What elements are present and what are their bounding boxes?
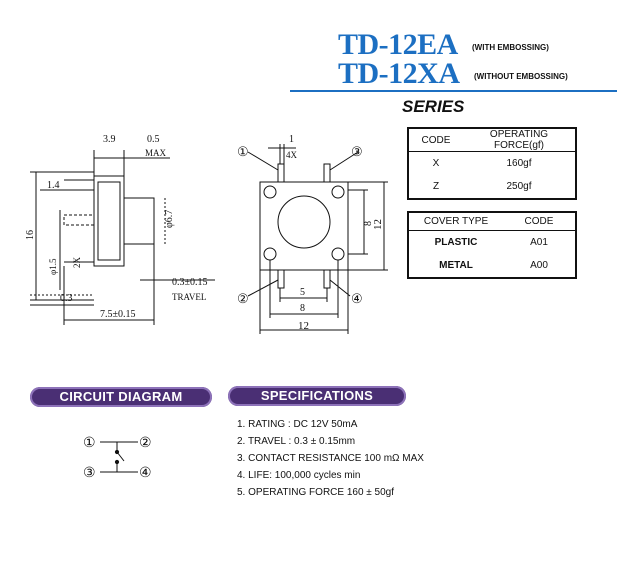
model-note-xa: (WITHOUT EMBOSSING) bbox=[474, 72, 568, 81]
spec-item: 4. LIFE: 100,000 cycles min bbox=[237, 470, 361, 481]
pin-label-1: ① bbox=[237, 144, 249, 159]
table-row: PLASTIC A01 bbox=[408, 231, 576, 255]
table-cell: Z bbox=[432, 181, 440, 192]
operating-force-table: CODE OPERATING FORCE(gf) X 160gf Z 250gf bbox=[407, 127, 577, 200]
table-header-row: COVER TYPE CODE bbox=[408, 212, 576, 231]
dim-pin-diameter: φ1.5 bbox=[48, 258, 58, 275]
pin-label-2: ② bbox=[237, 291, 249, 306]
dim-right-outer: 12 bbox=[372, 219, 384, 230]
dim-bottom-small: 5 bbox=[300, 287, 305, 298]
circuit-diagram: ① ② ③ ④ bbox=[83, 436, 152, 481]
corner-post bbox=[331, 247, 345, 261]
spec-item: 3. CONTACT RESISTANCE 100 mΩ MAX bbox=[237, 453, 424, 464]
table-header-cell: CODE bbox=[503, 212, 576, 231]
header-rule bbox=[290, 90, 617, 92]
dim-height: 16 bbox=[25, 230, 36, 240]
circuit-pin-3: ③ bbox=[83, 466, 96, 481]
dim-top-b-sub: MAX bbox=[145, 148, 167, 158]
spec-item: 2. TRAVEL : 0.3 ± 0.15mm bbox=[237, 436, 356, 447]
table-cell: X bbox=[432, 158, 440, 169]
switch-plunger-outline bbox=[123, 197, 155, 245]
dim-travel: 0.3±0.15 bbox=[172, 277, 208, 288]
dim-top-a: 3.9 bbox=[103, 134, 116, 145]
dim-bottom-mid: 8 bbox=[300, 303, 305, 314]
series-label: SERIES bbox=[402, 97, 465, 116]
dim-diameter: φ6.7 bbox=[164, 210, 175, 228]
model-title-ea: TD-12EA bbox=[338, 28, 458, 61]
pin-label-4: ④ bbox=[351, 291, 363, 306]
dim-length: 7.5±0.15 bbox=[100, 309, 136, 320]
switch-body-inner bbox=[97, 181, 121, 261]
corner-post bbox=[331, 185, 345, 199]
model-title-xa: TD-12XA bbox=[338, 57, 460, 90]
table-cell: A01 bbox=[530, 237, 548, 248]
table-cell: A00 bbox=[530, 260, 548, 271]
switch-plunger-circle bbox=[277, 195, 331, 249]
dim-top-b: 0.5 bbox=[147, 134, 160, 145]
cover-type-table: COVER TYPE CODE PLASTIC A01 METAL A00 bbox=[407, 211, 577, 279]
circuit-diagram-title: CIRCUIT DIAGRAM bbox=[30, 387, 212, 407]
corner-post bbox=[263, 185, 277, 199]
side-view-drawing: 3.9 0.5 MAX 1.4 16 φ6.7 φ1.5 2X 0.3±0.15… bbox=[25, 134, 215, 325]
dim-left-small: 1.4 bbox=[47, 180, 60, 191]
dim-pin-count: 2X bbox=[72, 257, 82, 269]
table-row: Z 250gf bbox=[408, 175, 576, 199]
dim-travel-label: TRAVEL bbox=[172, 292, 206, 302]
corner-post bbox=[263, 247, 277, 261]
table-cell: METAL bbox=[439, 260, 473, 271]
dim-top-sub: 4X bbox=[286, 150, 298, 160]
table-row: METAL A00 bbox=[408, 254, 576, 278]
switch-top-outline bbox=[259, 181, 349, 271]
circuit-pin-1: ① bbox=[83, 436, 96, 451]
circuit-pin-2: ② bbox=[139, 436, 152, 451]
table-row: X 160gf bbox=[408, 152, 576, 176]
table-header-cell: COVER TYPE bbox=[408, 212, 503, 231]
spec-item: 1. RATING : DC 12V 50mA bbox=[237, 419, 358, 430]
dim-bottom-outer: 12 bbox=[298, 320, 309, 332]
dim-top: 1 bbox=[289, 134, 294, 145]
table-cell: PLASTIC bbox=[434, 237, 478, 248]
table-header-cell: OPERATING FORCE(gf) bbox=[463, 128, 576, 152]
pin-label-3: ③ bbox=[351, 144, 363, 159]
spec-item: 5. OPERATING FORCE 160 ± 50gf bbox=[237, 487, 395, 498]
table-cell: 250gf bbox=[506, 181, 532, 192]
specifications-title: SPECIFICATIONS bbox=[228, 386, 406, 406]
table-header-cell: CODE bbox=[408, 128, 463, 152]
table-cell: 160gf bbox=[506, 158, 532, 169]
top-view-drawing: 1 4X 8 12 5 8 12 ① ② ③ ④ bbox=[237, 134, 388, 334]
table-header-row: CODE OPERATING FORCE(gf) bbox=[408, 128, 576, 152]
circuit-pin-4: ④ bbox=[139, 466, 152, 481]
dim-right-inner: 8 bbox=[363, 221, 374, 226]
model-note-ea: (WITH EMBOSSING) bbox=[472, 43, 549, 52]
dim-base: 0.3 bbox=[60, 293, 73, 304]
